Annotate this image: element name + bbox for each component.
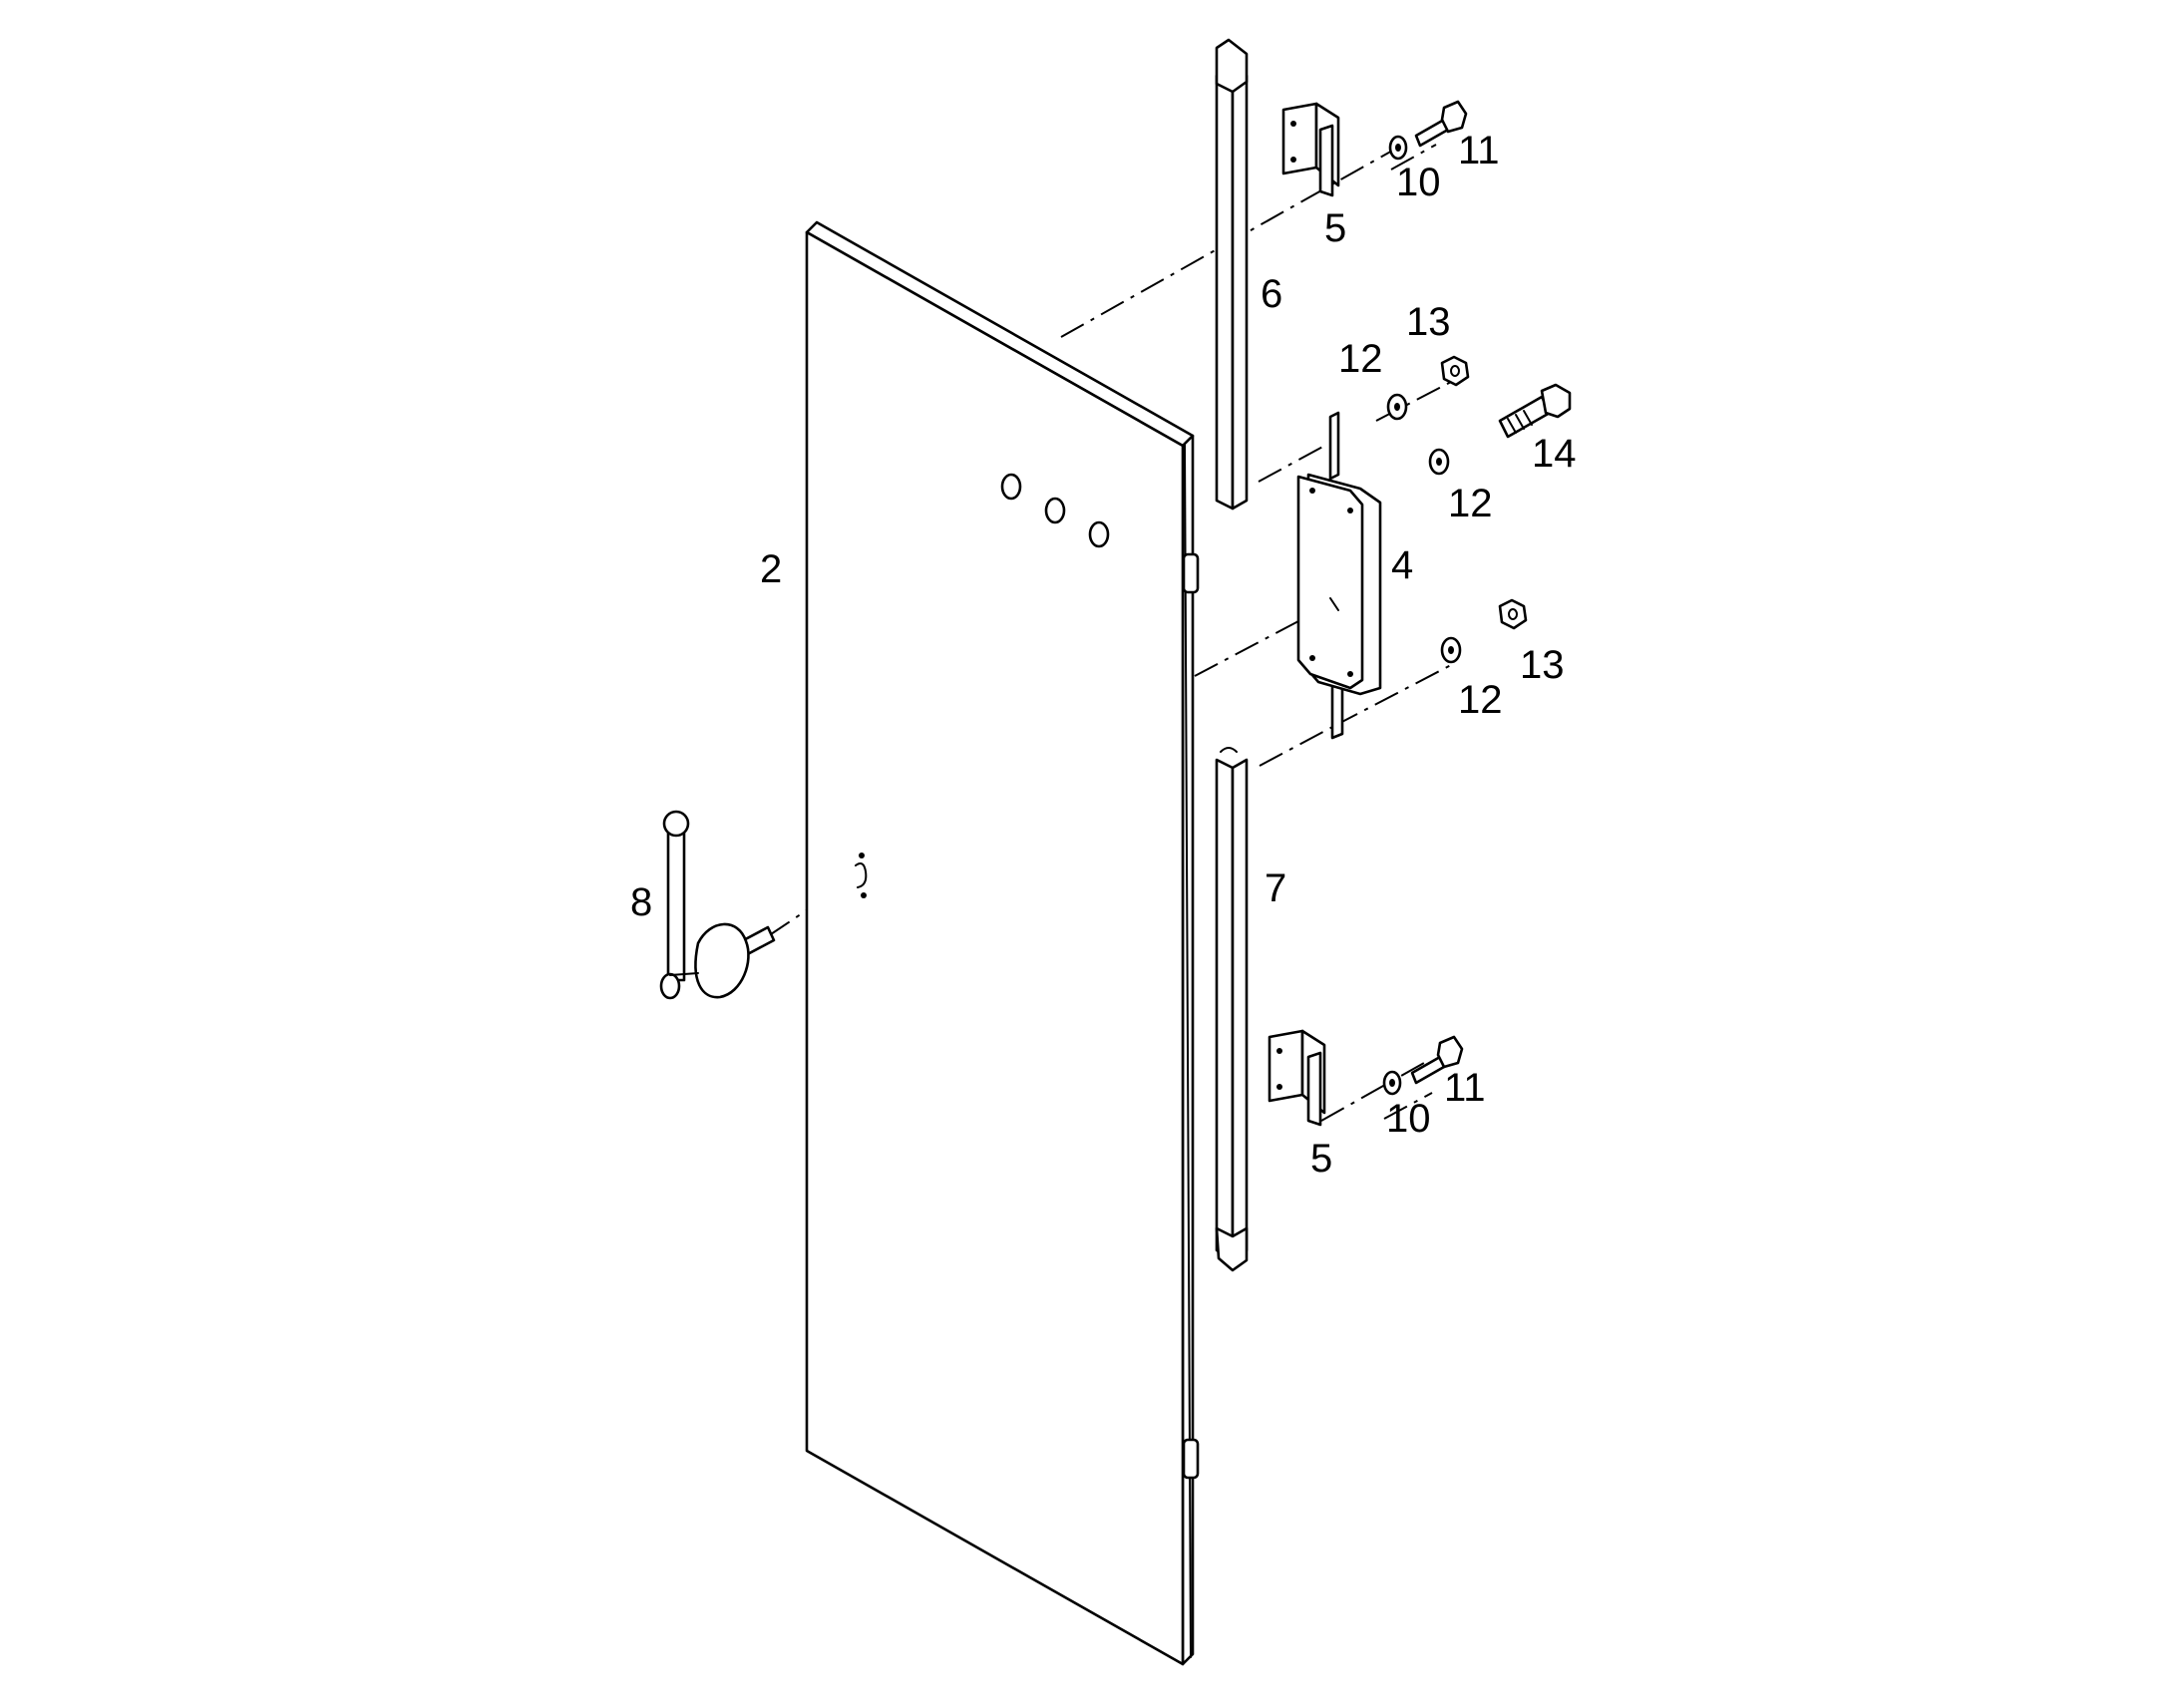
label-screw-upper: 11 bbox=[1458, 129, 1500, 172]
label-washer-mid-right: 12 bbox=[1448, 482, 1493, 525]
nuts bbox=[1440, 355, 1528, 630]
washers bbox=[1382, 135, 1462, 1096]
label-door: 2 bbox=[760, 547, 782, 591]
label-screw-lower: 11 bbox=[1444, 1066, 1486, 1110]
label-nut-top: 13 bbox=[1406, 300, 1451, 344]
handle-hole bbox=[855, 853, 868, 898]
screws bbox=[1410, 100, 1468, 1085]
label-lower-bracket: 5 bbox=[1310, 1137, 1332, 1181]
label-nut-bottom: 13 bbox=[1520, 643, 1565, 687]
bolt bbox=[1498, 383, 1572, 439]
label-upper-bracket: 5 bbox=[1324, 206, 1346, 250]
upper-bracket bbox=[1281, 102, 1340, 197]
label-bolt: 14 bbox=[1532, 432, 1577, 476]
hinge-upper bbox=[1182, 552, 1200, 594]
label-handle: 8 bbox=[630, 880, 652, 924]
label-washer-lower: 10 bbox=[1386, 1097, 1431, 1141]
handle bbox=[659, 810, 776, 1000]
door-panel bbox=[805, 220, 1200, 1666]
label-washer-mid-top: 12 bbox=[1338, 337, 1383, 381]
label-latch-plate: 4 bbox=[1391, 543, 1413, 587]
latch-plate bbox=[1296, 411, 1382, 740]
hinge-lower bbox=[1182, 1438, 1200, 1480]
label-washer-upper: 10 bbox=[1396, 161, 1441, 204]
label-lower-rod: 7 bbox=[1265, 866, 1286, 910]
upper-rod bbox=[1215, 38, 1249, 511]
callout-labels: 2 4 5 5 6 7 8 10 10 11 11 12 12 12 13 13… bbox=[630, 129, 1577, 1181]
lower-bracket bbox=[1268, 1029, 1326, 1127]
label-upper-rod: 6 bbox=[1261, 272, 1282, 316]
lower-rod bbox=[1215, 747, 1249, 1272]
label-washer-mid-bottom: 12 bbox=[1458, 678, 1503, 722]
